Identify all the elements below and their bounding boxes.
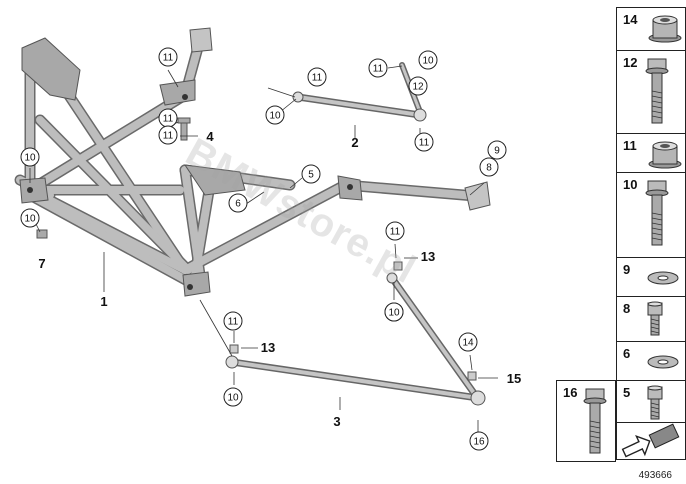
hex-bolt-long-icon — [583, 387, 607, 462]
part-label-1: 1 — [100, 294, 107, 309]
callout-5: 5 — [301, 164, 321, 184]
legend-item-14: 14 — [616, 7, 686, 51]
callout-11: 11 — [385, 221, 405, 241]
direction-arrow-icon — [621, 423, 680, 458]
part-label-15: 15 — [507, 371, 521, 386]
hex-bolt-long-icon — [645, 179, 669, 254]
svg-text:10: 10 — [422, 56, 434, 67]
callout-8: 8 — [479, 157, 499, 177]
svg-text:5: 5 — [308, 170, 314, 181]
callout-6: 6 — [228, 193, 248, 213]
svg-text:8: 8 — [486, 163, 492, 174]
legend-item-6: 6 — [616, 341, 686, 381]
callout-10: 10 — [223, 387, 243, 407]
svg-text:10: 10 — [227, 393, 239, 404]
callout-10: 10 — [20, 147, 40, 167]
svg-text:10: 10 — [24, 153, 36, 164]
legend-item-8: 8 — [616, 296, 686, 342]
callout-10: 10 — [418, 50, 438, 70]
socket-head-screw-icon — [645, 301, 665, 342]
svg-text:12: 12 — [412, 82, 424, 93]
legend-item-11: 11 — [616, 133, 686, 173]
legend-item-9: 9 — [616, 257, 686, 297]
callout-14: 14 — [458, 332, 478, 352]
part-label-3: 3 — [333, 414, 340, 429]
svg-text:10: 10 — [269, 111, 281, 122]
main-frame — [14, 27, 491, 297]
svg-text:11: 11 — [312, 73, 323, 84]
legend-item-5: 5 — [616, 380, 686, 424]
callout-11: 11 — [223, 311, 243, 331]
callout-11: 11 — [414, 132, 434, 152]
hex-bolt-long-icon — [645, 57, 669, 132]
washer-icon — [645, 268, 681, 293]
callout-16: 16 — [469, 431, 489, 451]
svg-text:11: 11 — [419, 138, 430, 149]
callout-12: 12 — [408, 76, 428, 96]
legend-number: 9 — [623, 262, 631, 277]
part-label-7: 7 — [38, 256, 45, 271]
svg-text:11: 11 — [228, 317, 239, 328]
socket-head-screw-icon — [645, 385, 665, 426]
legend-number: 12 — [623, 55, 638, 70]
legend-item-16: 16 — [556, 380, 616, 462]
reference-number: 493666 — [638, 470, 672, 481]
flange-nut-icon — [645, 12, 685, 49]
svg-text:11: 11 — [163, 53, 174, 64]
part-label-13: 13 — [421, 249, 435, 264]
callouts: 1111101110101112101111569811101110141016 — [20, 47, 507, 451]
legend-number: 11 — [623, 138, 637, 153]
legend-number: 5 — [623, 385, 631, 400]
svg-text:11: 11 — [163, 114, 174, 125]
callout-11: 11 — [158, 108, 178, 128]
legend-item-12: 12 — [616, 50, 686, 134]
svg-text:16: 16 — [473, 437, 485, 448]
part-label-2: 2 — [351, 135, 358, 150]
svg-text:10: 10 — [24, 214, 36, 225]
washer-icon — [645, 352, 681, 377]
callout-10: 10 — [265, 105, 285, 125]
legend-number: 6 — [623, 346, 631, 361]
orientation-box — [616, 422, 686, 460]
svg-text:6: 6 — [235, 199, 241, 210]
callout-9: 9 — [487, 140, 507, 160]
frame-drawing: 1111101110101112101111569811101110141016… — [14, 27, 521, 451]
callout-11: 11 — [158, 125, 178, 145]
flange-nut-icon — [645, 138, 685, 175]
svg-text:10: 10 — [388, 308, 400, 319]
plain-labels: 4 7 1 2 13 13 3 15 — [38, 129, 521, 429]
strut-3 — [225, 261, 486, 406]
legend-item-10: 10 — [616, 172, 686, 258]
legend-number: 10 — [623, 177, 638, 192]
svg-text:11: 11 — [163, 131, 174, 142]
svg-text:9: 9 — [494, 146, 500, 157]
part-label-13: 13 — [261, 340, 275, 355]
callout-11: 11 — [368, 58, 388, 78]
callout-10: 10 — [384, 302, 404, 322]
svg-text:11: 11 — [390, 227, 401, 238]
callout-10: 10 — [20, 208, 40, 228]
svg-text:11: 11 — [373, 64, 384, 75]
part-label-4: 4 — [206, 129, 214, 144]
legend-number: 8 — [623, 301, 631, 316]
bolt-glyphs — [36, 117, 191, 239]
legend-number: 14 — [623, 12, 638, 27]
callout-11: 11 — [307, 67, 327, 87]
svg-text:14: 14 — [462, 338, 474, 349]
legend-number: 16 — [563, 385, 578, 400]
callout-11: 11 — [158, 47, 178, 67]
